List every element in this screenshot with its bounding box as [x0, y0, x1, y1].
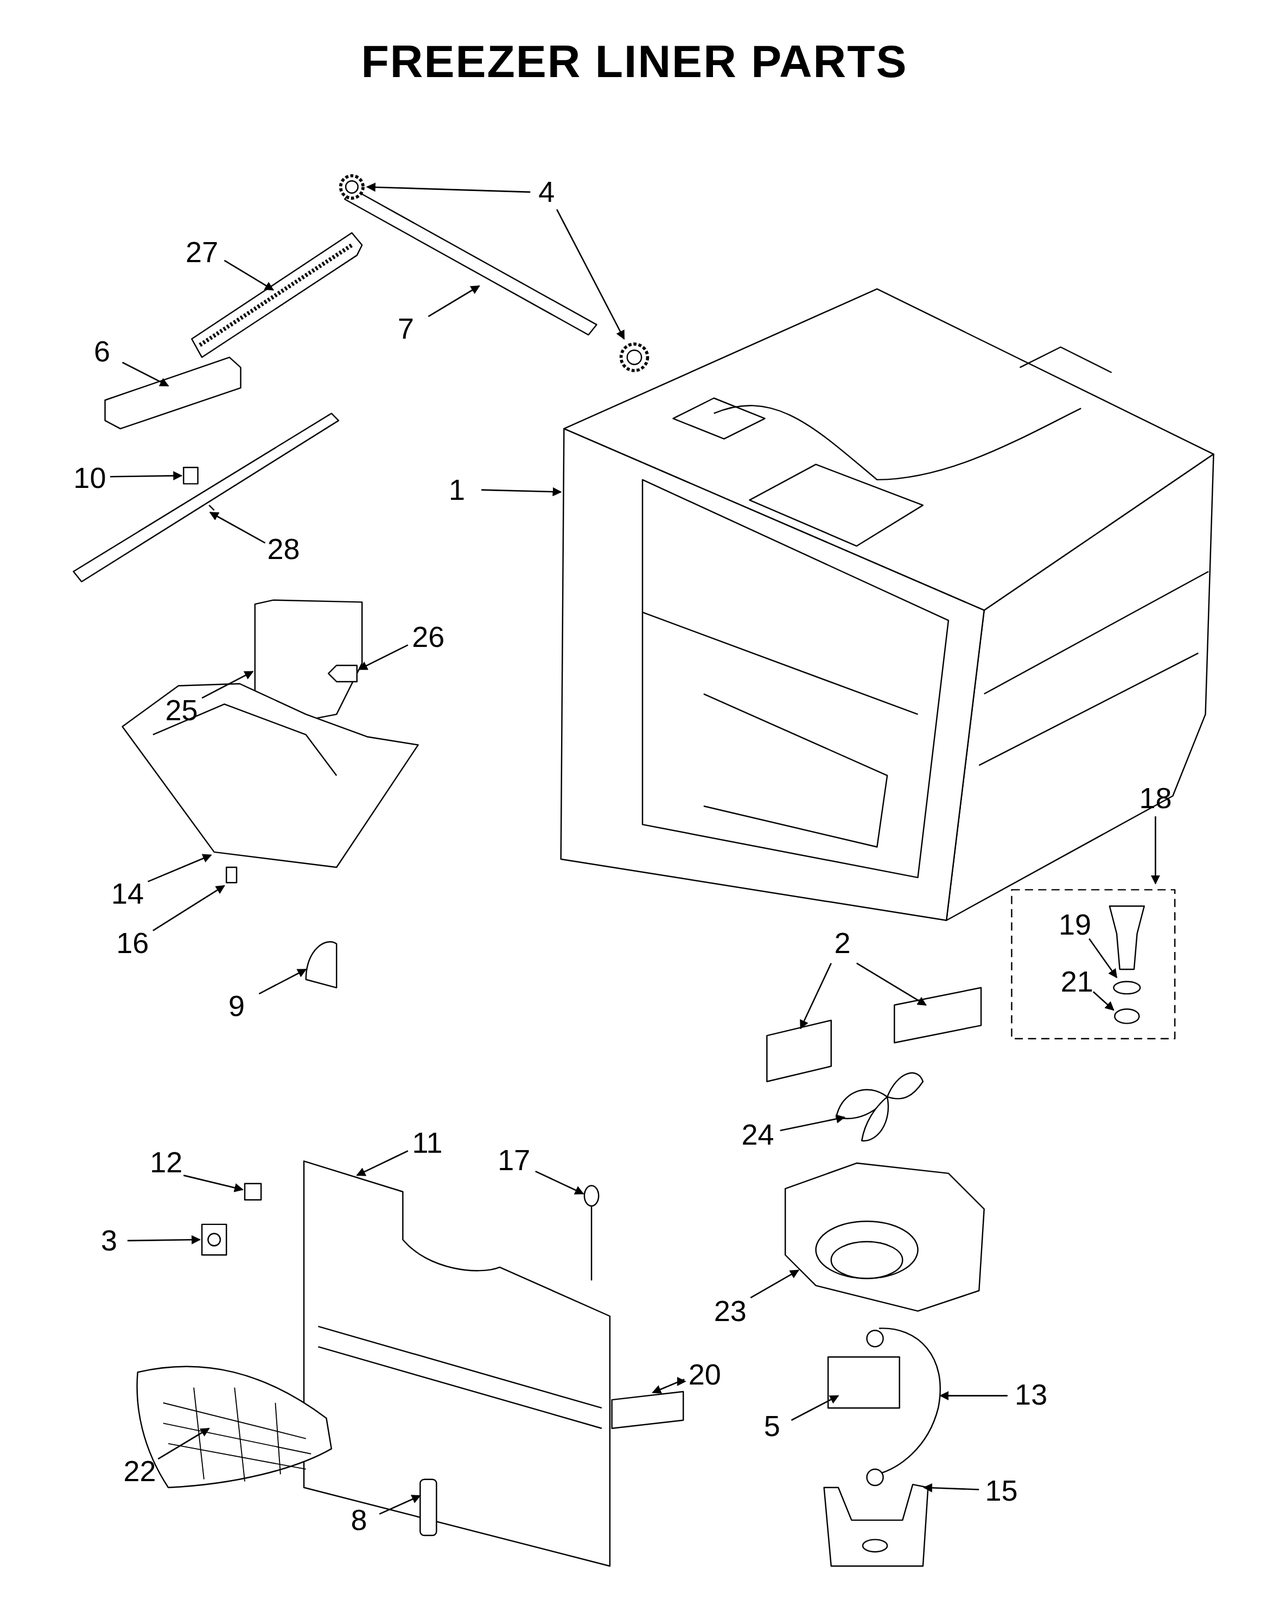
callout-number: 2	[834, 927, 851, 958]
callout-number: 22	[123, 1455, 156, 1486]
callout-number: 7	[397, 313, 415, 343]
callout-number: 27	[185, 237, 219, 267]
callout-number: 16	[116, 927, 149, 958]
diagram-title: FREEZER LINER PARTS	[360, 38, 908, 85]
callout-number: 8	[351, 1504, 368, 1534]
callout-number: 20	[688, 1359, 722, 1389]
callout-number: 14	[111, 878, 144, 908]
callout-number: 24	[741, 1119, 774, 1149]
callout-number: 6	[93, 336, 111, 366]
callout-number: 5	[764, 1410, 781, 1441]
callout-number: 18	[1138, 782, 1172, 813]
callout-number: 21	[1060, 966, 1094, 996]
callout-number: 25	[165, 695, 199, 725]
callout-number: 23	[714, 1295, 747, 1326]
callout-number: 28	[266, 533, 300, 564]
callout-number: 13	[1014, 1379, 1048, 1409]
callout-number: 12	[149, 1147, 183, 1177]
callout-number: 3	[100, 1225, 118, 1255]
callout-number: 11	[411, 1127, 443, 1157]
callout-number: 9	[228, 990, 245, 1021]
callout-number: 1	[448, 474, 466, 505]
callout-number: 15	[985, 1475, 1018, 1505]
callout-number: 26	[411, 621, 445, 652]
callout-number: 4	[538, 176, 555, 207]
callout-number: 19	[1058, 909, 1092, 939]
callout-number: 10	[73, 462, 106, 493]
callout-number: 17	[497, 1144, 531, 1175]
